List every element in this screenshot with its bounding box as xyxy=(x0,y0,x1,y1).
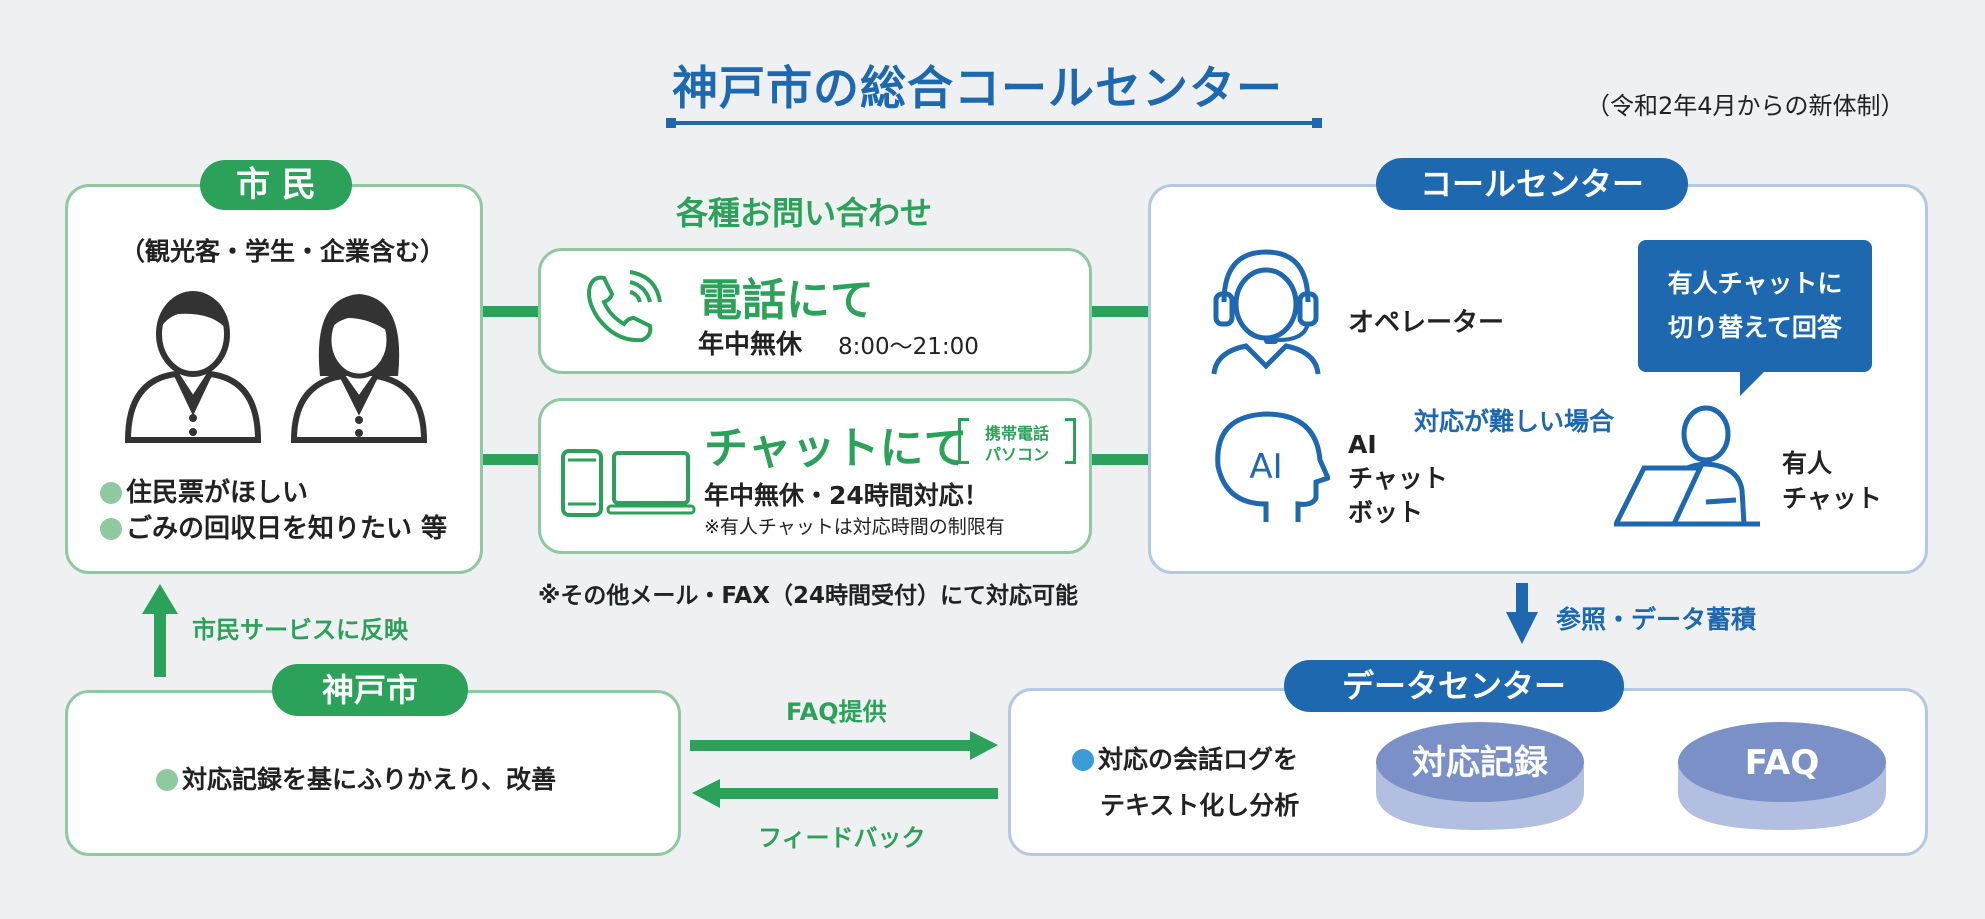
phone-hours: 8:00〜21:00 xyxy=(838,334,979,360)
call-center-label: コールセンター xyxy=(1376,158,1688,210)
record-disk-label: 対応記録 xyxy=(1412,743,1549,783)
chat-devices-bracket: 携帯電話 パソコン xyxy=(958,418,1076,464)
citizen-item: 住民票がほしい xyxy=(100,472,308,509)
chatbot-label: AI チャット ボット xyxy=(1348,430,1448,527)
arrow-faq-provide xyxy=(690,740,972,751)
phone-hours-bold: 年中無休 xyxy=(698,330,803,360)
laptop-icon xyxy=(606,451,696,515)
title-underline xyxy=(666,121,1322,125)
operator-label: オペレーター xyxy=(1348,308,1505,338)
faq-disk-label: FAQ xyxy=(1745,743,1820,783)
faq-disk: FAQ xyxy=(1678,722,1886,830)
phone-box xyxy=(538,248,1092,374)
page-subtitle: （令和2年4月からの新体制） xyxy=(1586,92,1905,120)
data-center-item: 対応の会話ログを xyxy=(1072,740,1298,776)
bullet-dot xyxy=(100,518,122,540)
citizen-box xyxy=(65,184,483,574)
reference-label: 参照・データ蓄積 xyxy=(1556,605,1757,634)
feedback-label: フィードバック xyxy=(758,824,926,852)
person-laptop-icon xyxy=(1614,405,1760,527)
phone-icon xyxy=(587,270,662,343)
arrow-feedback xyxy=(718,788,998,799)
line-citizen-chat xyxy=(482,454,538,465)
faq-provide-label: FAQ提供 xyxy=(786,698,887,726)
arrow-kobe-citizen xyxy=(154,612,166,677)
record-disk: 対応記録 xyxy=(1376,722,1584,830)
line-citizen-phone xyxy=(482,306,538,317)
chat-box xyxy=(538,398,1092,554)
phone-title: 電話にて xyxy=(698,275,874,326)
page-title: 神戸市の総合コールセンター xyxy=(672,61,1283,115)
ai-head-icon: AI xyxy=(1215,411,1330,522)
bubble-line: 切り替えて回答 xyxy=(1668,313,1842,342)
reflect-label: 市民サービスに反映 xyxy=(192,616,408,644)
data-center-label: データセンター xyxy=(1284,660,1624,712)
bubble-line: 有人チャットに xyxy=(1667,269,1843,298)
headset-operator-icon xyxy=(1211,249,1321,375)
male-user-icon xyxy=(124,291,262,443)
citizen-label: 市 民 xyxy=(200,160,352,210)
bubble-tail xyxy=(1740,370,1766,396)
arrow-phone-callcenter xyxy=(1092,306,1174,317)
human-chat-label: 有人 チャット xyxy=(1782,449,1882,513)
kobe-city-label: 神戸市 xyxy=(272,664,468,716)
chat-note: ※有人チャットは対応時間の制限有 xyxy=(704,516,1005,538)
kobe-city-item: 対応記録を基にふりかえり、改善 xyxy=(156,760,556,796)
bullet-dot xyxy=(100,482,122,504)
arrow-chat-callcenter xyxy=(1092,454,1174,465)
inquiries-heading: 各種お問い合わせ xyxy=(676,194,933,232)
speech-bubble: 有人チャットに 切り替えて回答 xyxy=(1638,240,1872,372)
chat-device-2: パソコン xyxy=(984,445,1049,464)
bullet-dot xyxy=(1072,749,1094,771)
other-contact-note: ※その他メール・FAX（24時間受付）にて対応可能 xyxy=(538,583,1078,609)
data-center-item: テキスト化し分析 xyxy=(1100,791,1300,820)
smartphone-icon xyxy=(561,449,603,517)
ai-icon-text: AI xyxy=(1249,447,1282,487)
citizen-item: ごみの回収日を知りたい 等 xyxy=(100,508,447,545)
female-user-icon xyxy=(290,294,428,443)
chat-title: チャットにて xyxy=(704,423,968,474)
chat-device-1: 携帯電話 xyxy=(984,424,1049,443)
chat-hours: 年中無休・24時間対応！ xyxy=(704,481,989,510)
arrow-callcenter-datacenter xyxy=(1516,583,1528,615)
difficult-case-label: 対応が難しい場合 xyxy=(1414,407,1615,436)
citizen-note: （観光客・学生・企業含む） xyxy=(120,237,446,266)
bullet-dot xyxy=(156,769,178,791)
